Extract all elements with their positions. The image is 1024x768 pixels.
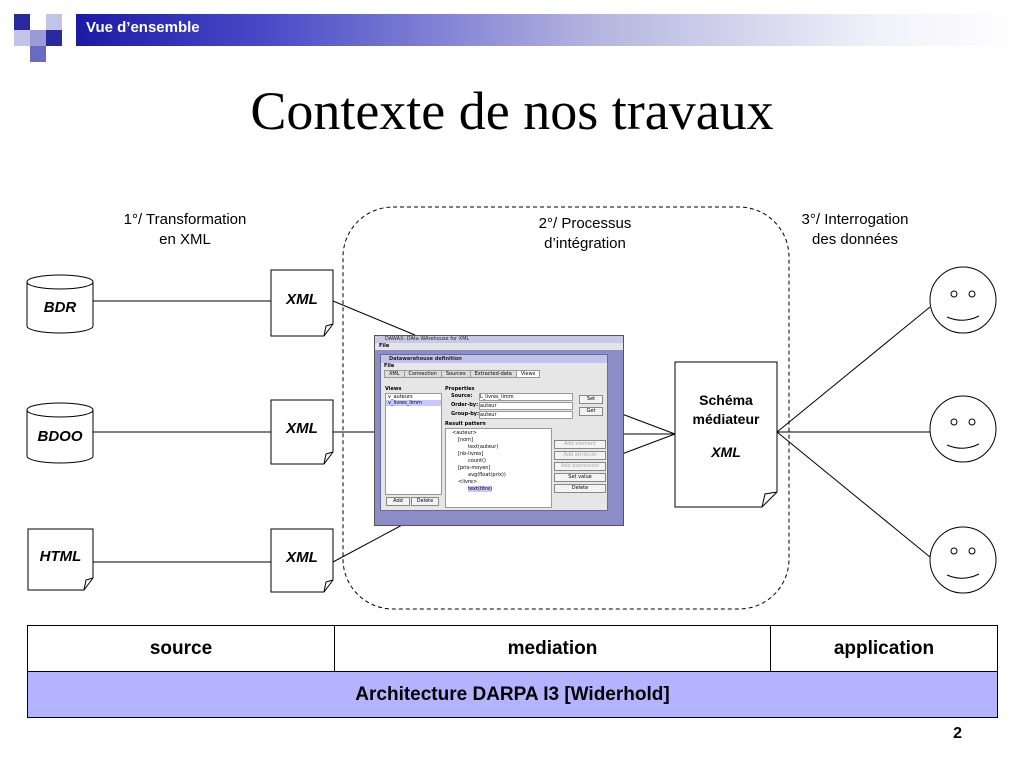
table-header-source: source xyxy=(27,625,335,672)
tab-xml[interactable]: XML xyxy=(384,370,405,378)
smiley-icon xyxy=(929,526,997,594)
property-label: Order-by: xyxy=(451,402,479,408)
page-number: 2 xyxy=(953,725,962,742)
mediator-line2: médiateur xyxy=(692,411,760,427)
logo-square xyxy=(30,30,46,46)
view-item[interactable]: v_livres_limm xyxy=(386,400,441,406)
document-icon xyxy=(674,361,778,508)
logo-square xyxy=(14,14,30,30)
integration-boundary xyxy=(342,206,790,610)
property-label: Group-by: xyxy=(451,411,480,417)
delete-view-button[interactable]: Delete xyxy=(411,497,439,506)
get-button[interactable]: Get xyxy=(579,407,603,416)
add-view-button[interactable]: Add xyxy=(386,497,410,506)
inner-menu[interactable]: File xyxy=(384,363,395,369)
tree-item[interactable]: text(titre) xyxy=(468,486,493,492)
architecture-table: source mediation application Architectur… xyxy=(27,625,998,718)
logo-square xyxy=(46,14,62,30)
slide-title: Contexte de nos travaux xyxy=(250,81,774,141)
step3-caption: 3°/ Interrogation des données xyxy=(801,211,909,248)
smiley-icon xyxy=(929,266,997,334)
tab-extracted-data[interactable]: Extracted-data xyxy=(469,370,517,378)
logo-square xyxy=(14,30,30,46)
logo-square xyxy=(30,46,46,62)
tree-item[interactable]: [nom] xyxy=(458,437,473,443)
set-button[interactable]: Set xyxy=(579,395,603,404)
tree-item[interactable]: <auteur> xyxy=(452,430,477,436)
tree-item[interactable]: text(auteur) xyxy=(468,444,499,450)
document-icon xyxy=(27,528,94,591)
view-item[interactable]: v_auteurs xyxy=(388,394,413,400)
table-row: source mediation application xyxy=(27,625,998,672)
inner-window-title: Datawarehouse definition xyxy=(381,355,607,363)
set-value-button[interactable]: Set value xyxy=(554,473,606,482)
tree-item[interactable]: count() xyxy=(468,458,487,464)
tree-item[interactable]: [nb-livres] xyxy=(458,451,484,457)
mediator-label: Schéma médiateur XML xyxy=(675,391,777,462)
logo-square xyxy=(46,30,62,46)
mediator-format: XML xyxy=(711,444,741,460)
tree-item[interactable]: <livre> xyxy=(458,479,478,485)
mediator-line1: Schéma xyxy=(699,392,753,408)
window-menu[interactable]: File xyxy=(375,343,623,350)
source-label-bdr: BDR xyxy=(43,299,77,316)
smiley-icon xyxy=(929,395,997,463)
step2-caption: 2°/ Processus d’intégration xyxy=(538,215,632,252)
document-icon xyxy=(270,399,334,465)
tab-views[interactable]: Views xyxy=(515,370,541,378)
add-expression-button[interactable]: Add expression xyxy=(554,462,606,471)
database-icon xyxy=(26,402,94,464)
table-header-mediation: mediation xyxy=(334,625,771,672)
source-label-bdoo: BDOO xyxy=(37,428,83,445)
architecture-caption: Architecture DARPA I3 [Widerhold] xyxy=(27,671,998,718)
tab-connection[interactable]: Connection xyxy=(403,370,442,378)
add-element-button[interactable]: Add element xyxy=(554,440,606,449)
group-by-field[interactable]: auteur xyxy=(479,411,573,419)
xml-doc-label: XML xyxy=(286,420,318,437)
delete-pattern-button[interactable]: Delete xyxy=(554,484,606,493)
source-field[interactable]: L_livres_limm xyxy=(479,393,573,401)
tab-sources[interactable]: Sources xyxy=(440,370,471,378)
section-label: Vue d’ensemble xyxy=(86,19,200,36)
application-screenshot: DAWAX: DAta WArehouse for XML File Dataw… xyxy=(374,335,624,526)
property-label: Source: xyxy=(451,393,473,399)
xml-doc-label: XML xyxy=(286,291,318,308)
result-pattern-tree[interactable]: <auteur> [nom] text(auteur) [nb-livres] … xyxy=(445,428,552,508)
tree-item[interactable]: [prix-moyen] xyxy=(458,465,491,471)
database-icon xyxy=(26,274,94,334)
tree-item[interactable]: avg(float(prix)) xyxy=(468,472,506,478)
result-pattern-label: Result pattern xyxy=(445,421,486,427)
table-row: Architecture DARPA I3 [Widerhold] xyxy=(27,671,998,718)
header-bar xyxy=(76,14,1024,46)
order-by-field[interactable]: auteur xyxy=(479,402,573,410)
xml-doc-label: XML xyxy=(286,549,318,566)
views-label: Views xyxy=(385,386,402,392)
step1-caption: 1°/ Transformation en XML xyxy=(123,211,247,248)
window-title: DAWAX: DAta WArehouse for XML xyxy=(375,336,623,343)
add-attribute-button[interactable]: Add attribute xyxy=(554,451,606,460)
document-icon xyxy=(270,528,334,593)
properties-label: Properties xyxy=(445,386,475,392)
views-list[interactable]: v_auteurs v_livres_limm xyxy=(385,393,442,495)
document-icon xyxy=(270,269,334,337)
table-header-application: application xyxy=(770,625,998,672)
source-label-html: HTML xyxy=(39,548,82,565)
